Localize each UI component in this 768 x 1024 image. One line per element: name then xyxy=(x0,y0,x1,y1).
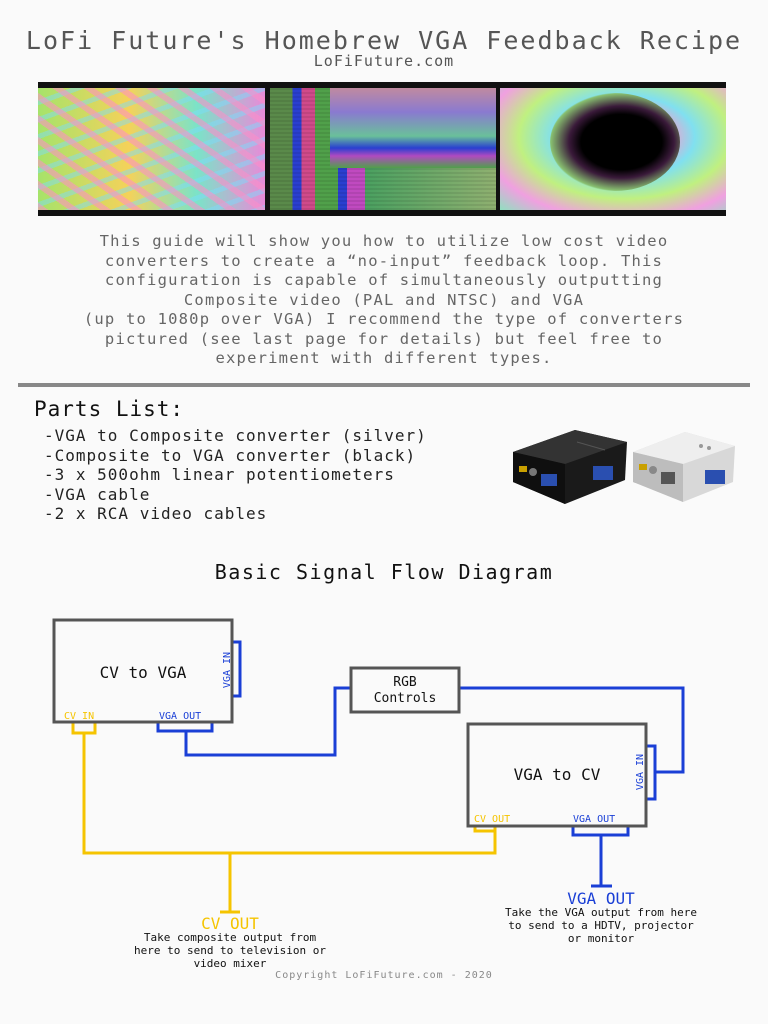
intro-line: Composite video (PAL and NTSC) and VGA xyxy=(183,290,585,309)
box1-cv-in-label: CV IN xyxy=(64,711,94,722)
parts-list: -VGA to Composite converter (silver) -Co… xyxy=(44,426,427,524)
rgb-label-line1: RGB xyxy=(393,675,417,690)
vga-out-desc: Take the VGA output from here xyxy=(505,906,697,919)
rgb-label-line2: Controls xyxy=(374,691,437,706)
vga-out-label: VGA OUT xyxy=(567,889,635,908)
box1-vga-out-label: VGA OUT xyxy=(159,711,201,722)
black-converter-image xyxy=(513,430,627,504)
cv-to-vga-box xyxy=(52,618,234,724)
parts-list-item: -3 x 500ohm linear potentiometers xyxy=(44,465,395,484)
intro-line: experiment with different types. xyxy=(215,349,553,367)
intro-text: This guide will show you how to utilize … xyxy=(18,232,750,369)
feedback-image-1 xyxy=(38,88,265,210)
signal-flow-diagram: CV to VGA CV IN VGA OUT VGA IN RGB Contr… xyxy=(52,618,697,970)
parts-list-item: -Composite to VGA converter (black) xyxy=(44,445,417,465)
converters-photo xyxy=(513,430,735,504)
box2-title: VGA to CV xyxy=(514,765,601,784)
box1-vga-in-label: VGA IN xyxy=(222,652,233,688)
intro-line: converters to create a “no-input” feedba… xyxy=(104,251,664,270)
intro-line: (up to 1080p over VGA) I recommend the t… xyxy=(83,310,685,328)
site-url: LoFiFuture.com xyxy=(313,52,455,70)
vga-cables xyxy=(156,640,685,888)
section-divider xyxy=(18,383,750,387)
page-title: LoFi Future's Homebrew VGA Feedback Reci… xyxy=(25,26,743,55)
feedback-image-3 xyxy=(500,88,726,210)
copyright-notice: Copyright LoFiFuture.com - 2020 xyxy=(275,970,493,981)
feedback-image-2 xyxy=(270,88,496,210)
vga-out-desc: to send to a HDTV, projector xyxy=(508,919,694,932)
rgb-controls-box xyxy=(349,666,461,714)
cv-out-label: CV OUT xyxy=(201,914,259,933)
vga-to-cv-box xyxy=(466,722,648,828)
vga-out-desc: or monitor xyxy=(568,932,635,945)
parts-list-item: -VGA to Composite converter (silver) xyxy=(44,426,427,445)
box2-vga-out-label: VGA OUT xyxy=(573,814,615,825)
cv-out-desc: here to send to television or xyxy=(134,944,326,957)
parts-list-item: -VGA cable xyxy=(44,484,151,504)
cv-out-desc: video mixer xyxy=(194,957,267,970)
box1-title: CV to VGA xyxy=(100,663,187,682)
intro-line: configuration is capable of simultaneous… xyxy=(104,271,664,289)
feedback-examples-banner xyxy=(38,82,726,216)
box2-vga-in-label: VGA IN xyxy=(635,754,646,790)
intro-line: This guide will show you how to utilize … xyxy=(99,232,669,250)
diagram-heading: Basic Signal Flow Diagram xyxy=(214,560,554,584)
composite-cables xyxy=(71,722,497,914)
parts-list-heading: Parts List: xyxy=(34,397,185,421)
cv-out-desc: Take composite output from xyxy=(144,931,317,944)
box2-cv-out-label: CV OUT xyxy=(474,814,510,825)
intro-line: pictured (see last page for details) but… xyxy=(104,329,664,348)
silver-converter-image xyxy=(633,432,735,502)
parts-list-item: -2 x RCA video cables xyxy=(44,504,268,523)
